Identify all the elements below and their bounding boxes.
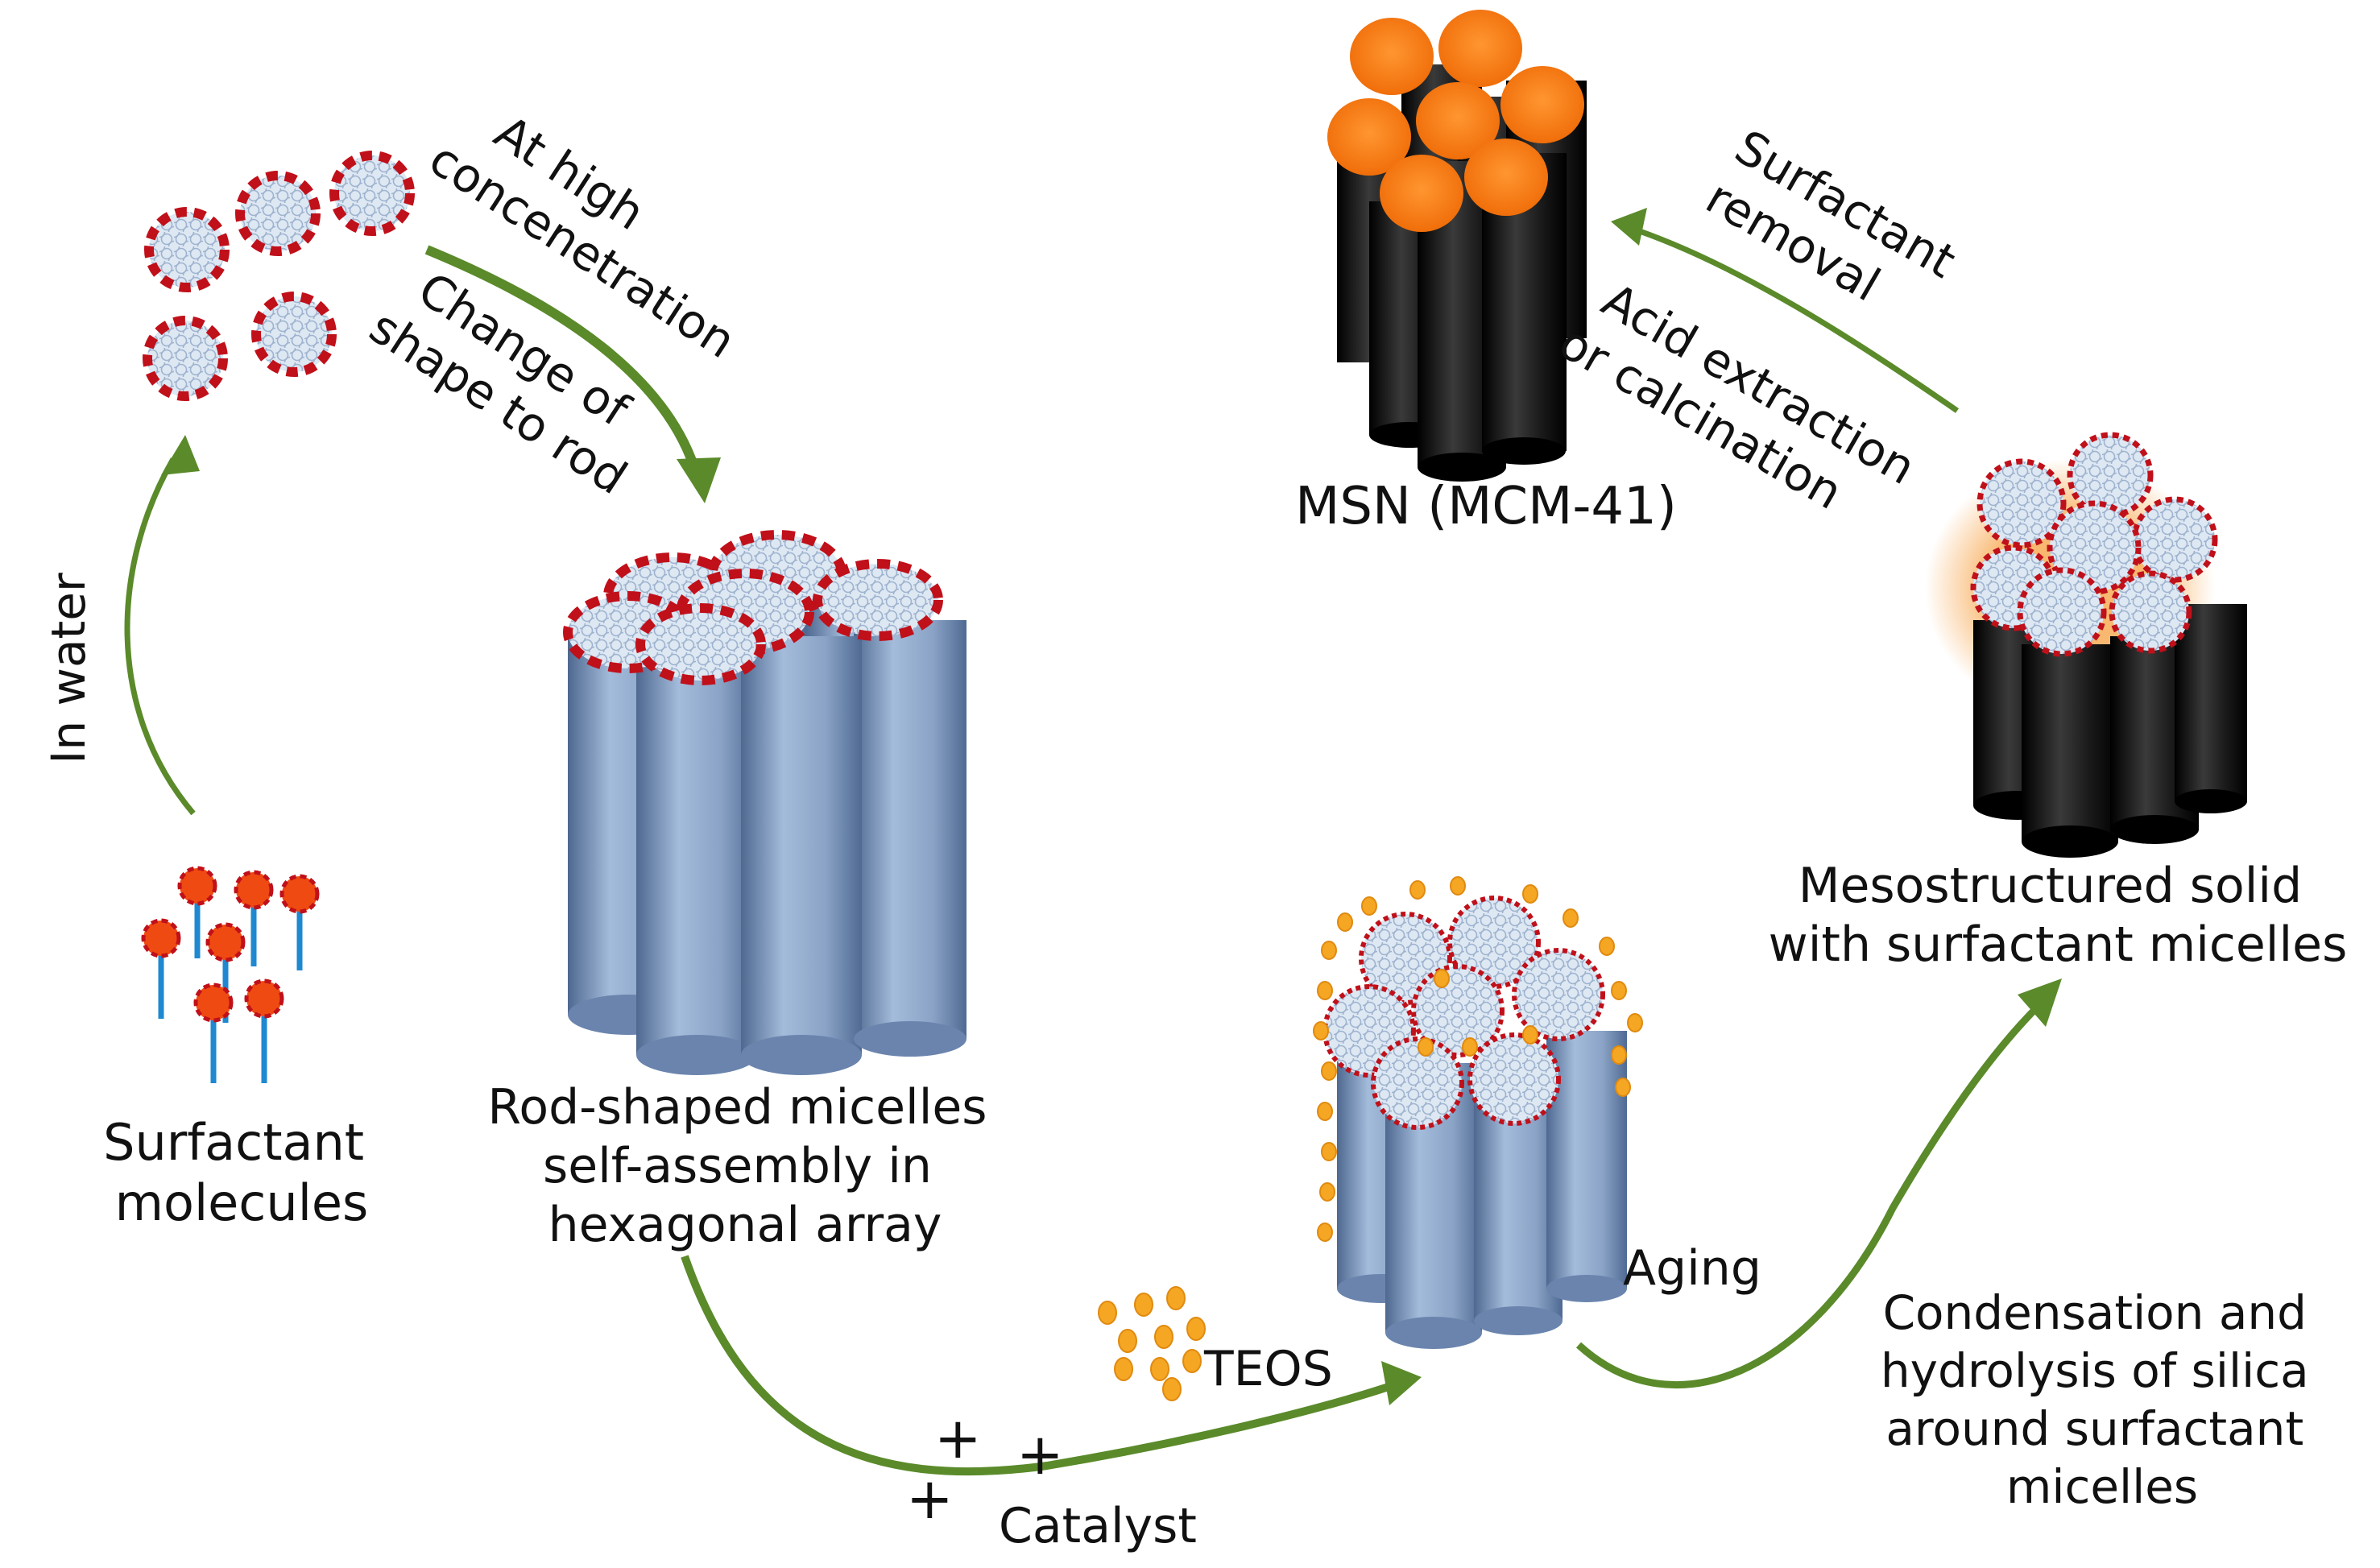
arrow-surfactant-removal-head — [1611, 208, 1647, 246]
silica-coated-bundle — [1313, 876, 1643, 1349]
arrow-to-rod-head — [677, 457, 721, 503]
aging-label: Aging — [1623, 1240, 1761, 1297]
mesostructured-label: Mesostructured solid with surfactant mic… — [1769, 858, 2348, 973]
condensation-label: Condensation and hydrolysis of silica ar… — [1881, 1285, 2324, 1514]
surfactant-removal-label: Surfactant removal — [1697, 119, 1977, 346]
arrow-in-water — [124, 457, 196, 816]
plus-sign: + — [1016, 1421, 1064, 1487]
surfactant-molecules-illustration — [141, 866, 320, 1083]
arrow-surfactant-removal — [1633, 226, 1959, 413]
arrow-aging — [1575, 1003, 2041, 1388]
plus-sign: + — [906, 1466, 954, 1532]
rod-micelles-label: Rod-shaped micelles self-assembly in hex… — [487, 1079, 1002, 1253]
in-water-label: In water — [41, 573, 96, 764]
arrow-add-teos — [681, 1255, 1395, 1476]
mesostructured-solid — [1925, 432, 2247, 858]
surfactant-label: Surfactant molecules — [103, 1113, 380, 1232]
teos-particles — [1098, 1286, 1206, 1401]
arrow-in-water-head — [161, 435, 200, 475]
spherical-micelles — [143, 151, 415, 401]
arrow-aging-head — [2018, 978, 2062, 1027]
arrow-add-teos-head — [1381, 1361, 1422, 1405]
msn-label: MSN (MCM-41) — [1295, 477, 1677, 536]
teos-label: TEOS — [1203, 1341, 1333, 1397]
msn-mcm41-structure — [1327, 10, 1587, 482]
process-arrows — [124, 208, 2062, 1476]
plus-sign: + — [934, 1405, 982, 1471]
catalyst-label: Catalyst — [999, 1498, 1197, 1554]
rod-micelle-bundle — [563, 530, 966, 1075]
arrow-to-rod — [424, 245, 702, 477]
